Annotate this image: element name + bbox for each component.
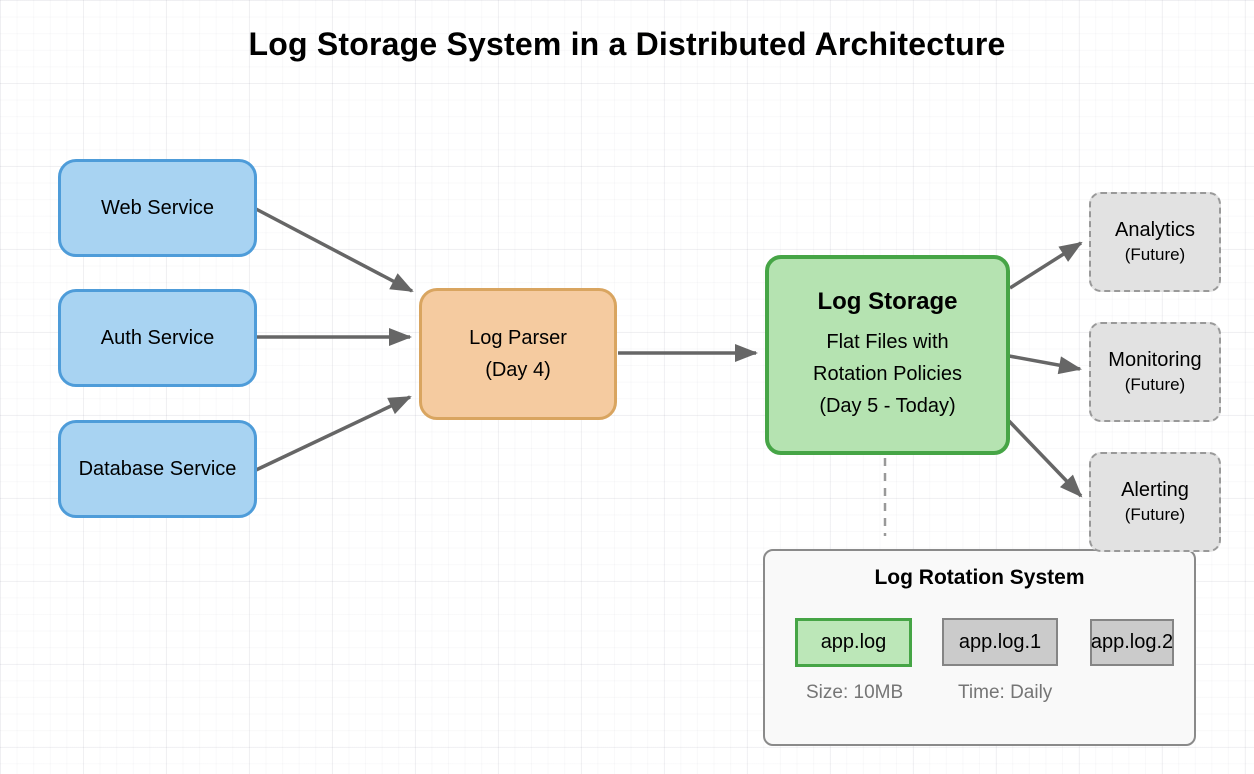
size-label: Size: 10MB bbox=[806, 682, 904, 703]
node-label: Auth Service bbox=[100, 326, 215, 349]
node-label: Web Service bbox=[100, 196, 214, 219]
node-alerting: Alerting (Future) bbox=[1089, 452, 1221, 552]
edge-log-storage-to-analytics bbox=[1009, 241, 1083, 290]
node-sublabel: (Future) bbox=[1124, 375, 1186, 394]
panel-title: Log Rotation System bbox=[874, 566, 1085, 589]
node-auth-service: Auth Service bbox=[58, 289, 257, 387]
node-label: Log Storage bbox=[817, 288, 958, 315]
node-label: Database Service bbox=[78, 457, 237, 480]
node-sublabel: (Future) bbox=[1124, 245, 1186, 264]
node-sublabel: (Future) bbox=[1124, 505, 1186, 524]
file-app-log: app.log bbox=[795, 618, 912, 667]
node-monitoring: Monitoring (Future) bbox=[1089, 322, 1221, 422]
node-log-parser: Log Parser (Day 4) bbox=[419, 288, 617, 420]
storage-line-1: Flat Files with bbox=[826, 331, 949, 353]
node-web-service: Web Service bbox=[58, 159, 257, 257]
time-label: Time: Daily bbox=[958, 682, 1053, 703]
edge-log-storage-to-alerting bbox=[1007, 419, 1083, 498]
diagram-title: Log Storage System in a Distributed Arch… bbox=[248, 26, 1006, 62]
edge-web-service-to-log-parser bbox=[255, 207, 414, 293]
node-analytics: Analytics (Future) bbox=[1089, 192, 1221, 292]
node-log-storage: Log Storage Flat Files with Rotation Pol… bbox=[765, 255, 1010, 455]
node-label: Monitoring bbox=[1108, 349, 1202, 371]
node-label: Alerting bbox=[1121, 479, 1189, 501]
file-app-log-1: app.log.1 bbox=[942, 618, 1058, 666]
node-label: Log Parser bbox=[469, 327, 567, 349]
storage-line-3: (Day 5 - Today) bbox=[819, 395, 956, 417]
node-label: Analytics bbox=[1114, 219, 1196, 241]
edge-database-service-to-log-parser bbox=[255, 395, 412, 472]
file-app-log-2: app.log.2 bbox=[1090, 619, 1174, 666]
node-database-service: Database Service bbox=[58, 420, 257, 518]
storage-line-2: Rotation Policies bbox=[813, 363, 962, 385]
log-rotation-panel: Log Rotation System app.log app.log.1 ap… bbox=[763, 549, 1196, 746]
node-sublabel: (Day 4) bbox=[485, 359, 551, 381]
edge-log-storage-to-monitoring bbox=[1008, 354, 1082, 375]
